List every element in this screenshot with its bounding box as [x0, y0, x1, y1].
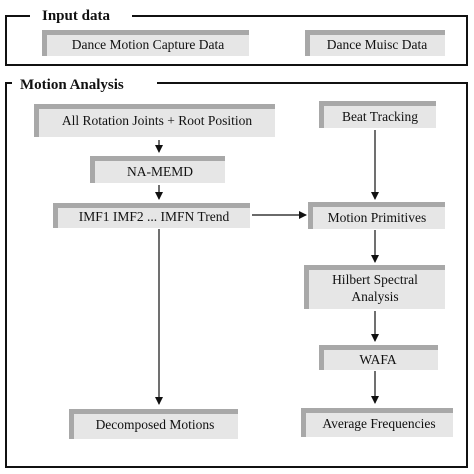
node-decomposed-motions-label: Decomposed Motions	[96, 417, 215, 432]
node-average-frequencies-label: Average Frequencies	[322, 416, 435, 431]
node-dance-music: Dance Muisc Data	[305, 30, 445, 56]
node-na-memd-label: NA-MEMD	[127, 164, 193, 179]
node-dance-music-label: Dance Muisc Data	[327, 37, 427, 52]
node-rotation-joints-label: All Rotation Joints + Root Position	[62, 113, 253, 128]
edges	[155, 130, 379, 405]
node-motion-primitives: Motion Primitives	[308, 202, 445, 229]
node-rotation-joints: All Rotation Joints + Root Position	[34, 104, 275, 137]
input-data-frame	[5, 15, 468, 66]
node-average-frequencies: Average Frequencies	[301, 408, 453, 437]
input-data-section: Input data	[5, 4, 468, 66]
node-hilbert-label-line1: Hilbert Spectral	[332, 272, 418, 287]
node-motion-primitives-label: Motion Primitives	[328, 210, 427, 225]
node-wafa-label: WAFA	[359, 352, 397, 367]
node-na-memd: NA-MEMD	[90, 156, 225, 183]
motion-analysis-section: Motion Analysis	[5, 72, 468, 468]
node-beat-tracking: Beat Tracking	[319, 101, 436, 128]
node-wafa: WAFA	[319, 345, 438, 370]
node-imfs-label: IMF1 IMF2 ... IMFN Trend	[79, 209, 230, 224]
node-beat-tracking-label: Beat Tracking	[342, 109, 418, 124]
node-decomposed-motions: Decomposed Motions	[69, 409, 238, 439]
motion-analysis-title-mask	[12, 72, 157, 94]
input-data-title: Input data	[42, 8, 110, 24]
motion-analysis-title: Motion Analysis	[20, 77, 124, 93]
node-dance-motion-capture-label: Dance Motion Capture Data	[72, 37, 225, 52]
node-dance-motion-capture: Dance Motion Capture Data	[42, 30, 249, 56]
input-data-title-mask	[30, 4, 132, 26]
node-hilbert-spectral-analysis: Hilbert Spectral Analysis	[304, 265, 445, 309]
node-imfs: IMF1 IMF2 ... IMFN Trend	[53, 203, 250, 228]
node-hilbert-label-line2: Analysis	[351, 289, 398, 304]
motion-analysis-frame	[5, 82, 468, 468]
